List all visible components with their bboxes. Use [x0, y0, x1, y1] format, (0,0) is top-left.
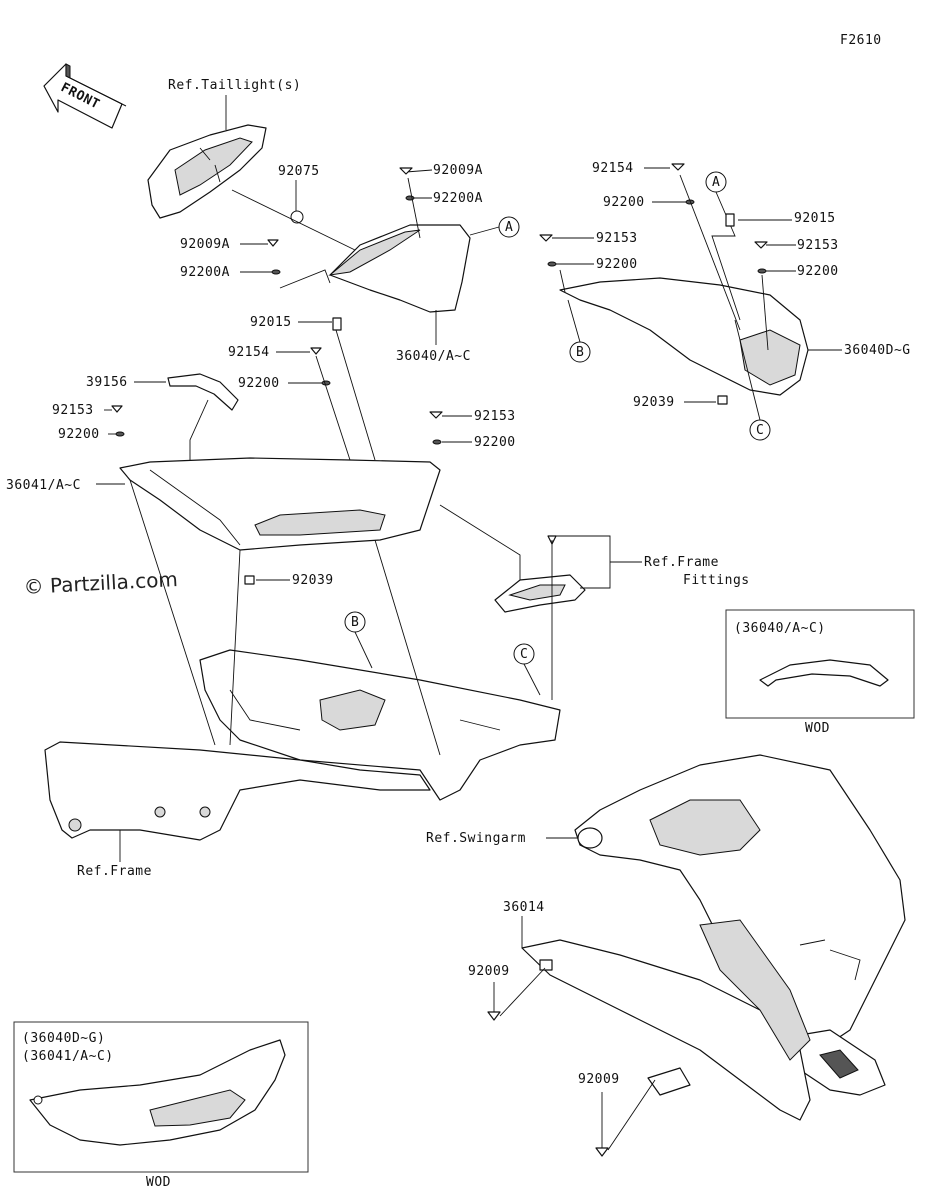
callout-c-lower-text: C	[520, 647, 528, 662]
label-ref-frame-fittings-2: Fittings	[683, 573, 750, 588]
label-92153-rightmid: 92153	[797, 238, 839, 253]
inset-bottom-label-2: (36041/A~C)	[22, 1049, 114, 1064]
label-92015-upper: 92015	[250, 315, 292, 330]
label-ref-swingarm: Ref.Swingarm	[426, 831, 526, 846]
label-92039-right: 92039	[633, 395, 675, 410]
inset-bottom-label-1: (36040D~G)	[22, 1031, 105, 1046]
label-92009-upper: 92009	[468, 964, 510, 979]
callout-b-upper-text: B	[576, 345, 584, 360]
inset-bottom-box	[13, 1021, 309, 1173]
callout-c-upper-text: C	[756, 423, 764, 438]
label-92153-mid: 92153	[474, 409, 516, 424]
label-36040: 36040/A~C	[396, 349, 471, 364]
label-92009A-left: 92009A	[180, 237, 230, 252]
label-92154-right: 92154	[592, 161, 634, 176]
side-cover-36040D	[559, 277, 809, 396]
front-arrow-icon: FRONT	[43, 63, 127, 129]
taillight-part	[147, 124, 267, 219]
label-92200-mid2: 92200	[474, 435, 516, 450]
label-92009-lower: 92009	[578, 1072, 620, 1087]
callout-a-left-text: A	[505, 220, 513, 235]
label-92039-lower: 92039	[292, 573, 334, 588]
watermark: © Partzilla.com	[23, 567, 178, 599]
inset-bottom-note: WOD	[146, 1175, 171, 1190]
label-92015-right: 92015	[794, 211, 836, 226]
label-36040D: 36040D~G	[844, 343, 911, 358]
callout-b-lower-text: B	[351, 615, 359, 630]
label-92200-rightleft: 92200	[596, 257, 638, 272]
label-92009A-top: 92009A	[433, 163, 483, 178]
label-92154-mid: 92154	[228, 345, 270, 360]
figure-code: F2610	[840, 33, 882, 48]
trim-strip-39156	[167, 373, 239, 411]
label-36014: 36014	[503, 900, 545, 915]
inset-top-note: WOD	[805, 721, 830, 736]
frame-fittings-part	[494, 535, 586, 613]
label-ref-frame: Ref.Frame	[77, 864, 152, 879]
rear-seat-cover-36040	[328, 224, 471, 313]
label-ref-frame-fittings-1: Ref.Frame	[644, 555, 719, 570]
callout-a-right-text: A	[712, 175, 720, 190]
label-92200-mid: 92200	[238, 376, 280, 391]
chain-guard-36014	[521, 919, 811, 1121]
label-92200-rightmid: 92200	[797, 264, 839, 279]
side-cover-36041	[119, 457, 441, 551]
label-92200-left: 92200	[58, 427, 100, 442]
label-ref-taillight: Ref.Taillight(s)	[168, 78, 301, 93]
label-39156: 39156	[86, 375, 128, 390]
inset-top-label: (36040/A~C)	[734, 621, 826, 636]
label-92153-rightleft: 92153	[596, 231, 638, 246]
label-92075: 92075	[278, 164, 320, 179]
label-92200A-left: 92200A	[180, 265, 230, 280]
swingarm-part	[574, 754, 906, 1096]
frame-part	[44, 479, 561, 841]
inset-top-box	[725, 609, 915, 719]
label-36041: 36041/A~C	[6, 478, 81, 493]
label-92153-left: 92153	[52, 403, 94, 418]
label-92200A-top: 92200A	[433, 191, 483, 206]
label-92200-right: 92200	[603, 195, 645, 210]
